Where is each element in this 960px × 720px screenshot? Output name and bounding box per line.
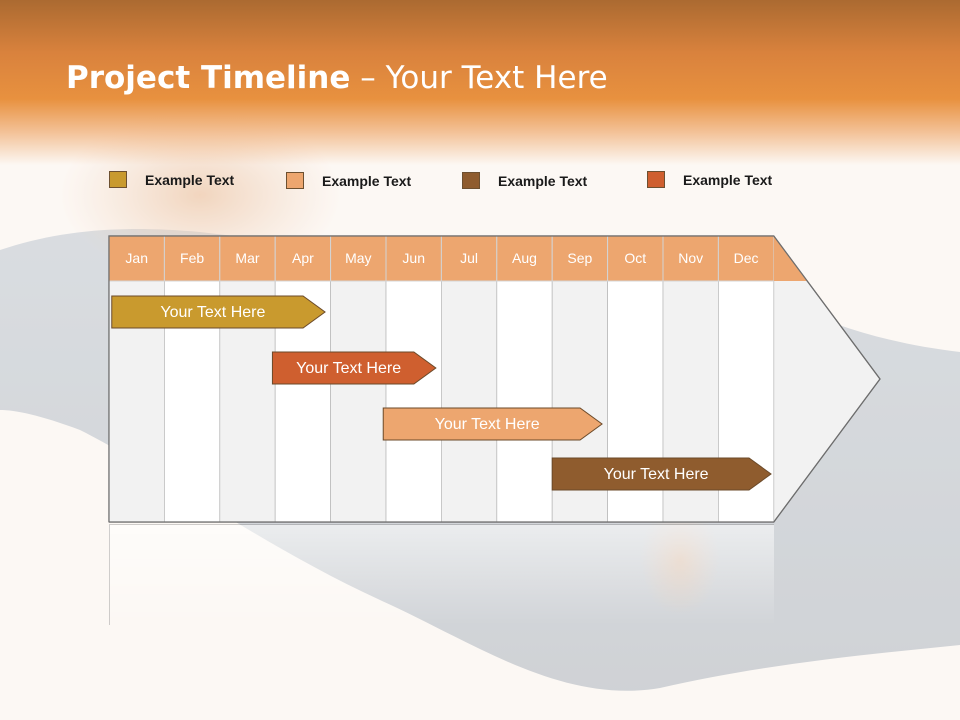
month-label-apr: Apr bbox=[291, 250, 314, 266]
legend-swatch-3 bbox=[462, 172, 480, 189]
title-bold: Project Timeline bbox=[66, 60, 351, 96]
month-column-may bbox=[330, 280, 387, 523]
legend-swatch-2 bbox=[286, 172, 304, 189]
month-header-dec bbox=[717, 235, 775, 282]
task-bar-2 bbox=[271, 351, 437, 385]
month-column-jun bbox=[385, 280, 442, 523]
header-band bbox=[0, 0, 960, 165]
title-rest: – Your Text Here bbox=[350, 60, 608, 96]
month-header-feb bbox=[163, 235, 221, 282]
page-title: Project Timeline – Your Text Here bbox=[66, 60, 608, 96]
legend-label-4: Example Text bbox=[683, 172, 773, 188]
timeline-reflection bbox=[109, 524, 774, 625]
month-label-jul: Jul bbox=[460, 250, 479, 266]
month-header-aug bbox=[496, 235, 553, 282]
month-label-jun: Jun bbox=[402, 250, 425, 266]
task-label-3: Your Text Here bbox=[434, 416, 540, 433]
month-label-jan: Jan bbox=[125, 250, 148, 266]
month-label-mar: Mar bbox=[235, 250, 260, 266]
legend-swatch-1 bbox=[109, 171, 127, 188]
month-column-jul bbox=[440, 280, 498, 523]
task-label-2: Your Text Here bbox=[296, 360, 402, 377]
month-label-aug: Aug bbox=[512, 250, 537, 266]
month-header-may bbox=[330, 235, 387, 282]
month-header-nov bbox=[662, 235, 719, 282]
legend-label-1: Example Text bbox=[145, 172, 235, 188]
month-label-may: May bbox=[345, 250, 372, 266]
legend-label-2: Example Text bbox=[322, 173, 412, 189]
month-label-feb: Feb bbox=[180, 250, 205, 266]
month-header-apr bbox=[274, 235, 332, 282]
month-column-aug bbox=[496, 280, 553, 523]
task-label-1: Your Text Here bbox=[160, 304, 266, 321]
task-label-4: Your Text Here bbox=[603, 466, 709, 483]
task-bar-4 bbox=[551, 457, 772, 491]
month-label-sep: Sep bbox=[567, 250, 593, 266]
month-label-oct: Oct bbox=[624, 250, 647, 266]
task-bar-3 bbox=[382, 407, 603, 441]
task-bar-1 bbox=[111, 295, 326, 329]
legend-label-3: Example Text bbox=[498, 173, 588, 189]
month-label-nov: Nov bbox=[678, 250, 704, 266]
legend-swatch-4 bbox=[647, 171, 665, 188]
month-label-dec: Dec bbox=[733, 250, 759, 266]
timeline-arrow-outline bbox=[108, 235, 881, 523]
